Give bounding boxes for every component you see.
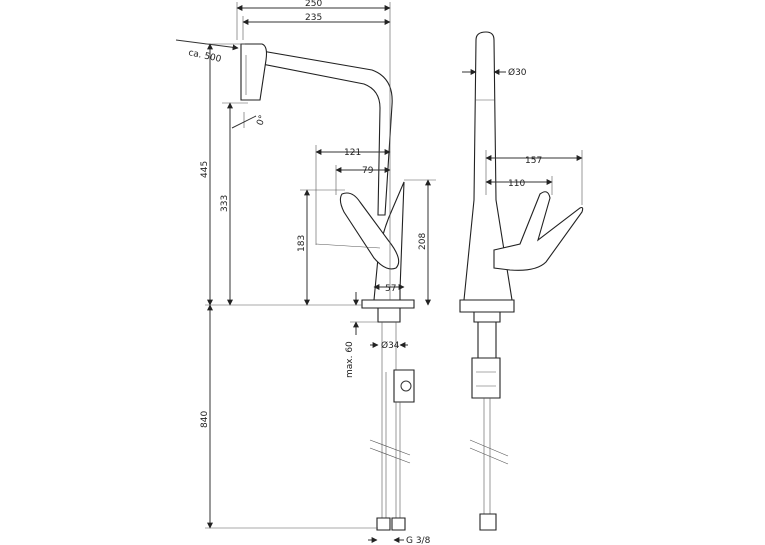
dim-157: 157 [525,156,542,166]
dim-208: 208 [418,233,428,250]
front-spray-head [240,43,268,101]
side-lever [493,191,584,271]
front-hose-right [395,402,401,520]
side-dimensions: Ø30 157 110 [462,67,583,205]
front-shank [377,307,401,323]
front-hose-nut-right [391,517,406,531]
dim-183: 183 [297,235,307,252]
side-base-plate [459,299,515,313]
dim-d34: Ø34 [381,340,400,351]
dim-235: 235 [305,13,322,23]
front-lever [339,192,400,270]
front-connector [393,369,415,403]
dim-angle: 0° [255,114,268,127]
side-hose [483,398,491,515]
dim-pullout: ca. 500 [187,48,222,65]
front-view [240,43,415,531]
dim-840: 840 [200,411,210,428]
side-view [459,31,584,531]
side-hose-nut [479,513,497,531]
dim-79: 79 [362,166,374,176]
side-column [463,31,513,301]
front-hose-nut-left [376,517,391,531]
dim-57: 57 [385,284,396,294]
front-base-plate [361,299,415,309]
dim-max60: max. 60 [345,341,355,378]
dim-250: 250 [305,0,322,9]
dim-333: 333 [220,195,230,212]
dim-121: 121 [344,148,361,158]
dim-445: 445 [200,161,210,178]
dim-thread: G 3/8 [406,536,431,545]
front-dimensions: 250 235 ca. 500 0° 445 333 121 79 183 [175,0,436,545]
dim-110: 110 [508,179,525,189]
side-connector [471,357,501,399]
dim-d30: Ø30 [508,67,527,78]
